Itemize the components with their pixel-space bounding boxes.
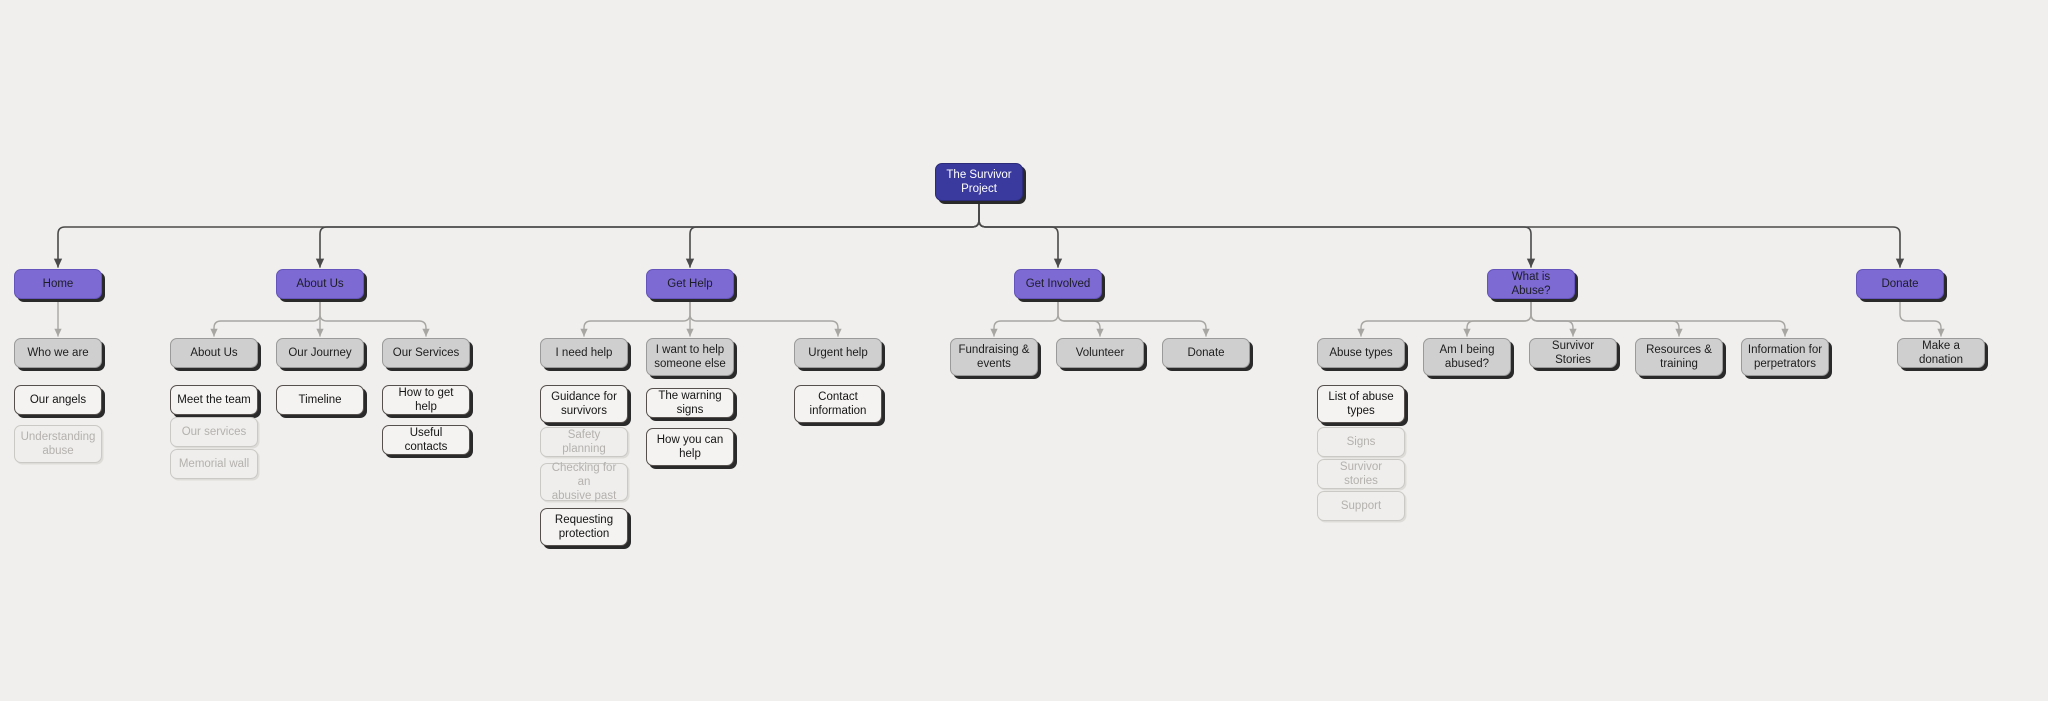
edge-root-to-donate — [978, 200, 1905, 268]
node-support: Support — [1317, 491, 1405, 521]
node-safety-planning: Safety planning — [540, 427, 628, 457]
node-about-us-page[interactable]: About Us — [170, 338, 258, 368]
node-useful-contacts[interactable]: Useful contacts — [382, 425, 470, 455]
node-urgent-help[interactable]: Urgent help — [794, 338, 882, 368]
node-volunteer[interactable]: Volunteer — [1056, 338, 1144, 368]
node-understanding-abuse: Understanding abuse — [14, 425, 102, 463]
node-gethelp[interactable]: Get Help — [646, 269, 734, 299]
edge-gethelp-to-i-need-help — [580, 298, 691, 337]
node-abuse-types[interactable]: Abuse types — [1317, 338, 1405, 368]
node-information-perpetrators[interactable]: Information for perpetrators — [1741, 338, 1829, 376]
node-list-of-abuse-types[interactable]: List of abuse types — [1317, 385, 1405, 423]
node-guidance-survivors[interactable]: Guidance for survivors — [540, 385, 628, 423]
node-whatisabuse[interactable]: What is Abuse? — [1487, 269, 1575, 299]
edge-root-to-about — [315, 200, 980, 268]
node-make-a-donation[interactable]: Make a donation — [1897, 338, 1985, 368]
node-how-to-get-help[interactable]: How to get help — [382, 385, 470, 415]
node-survivor-stories[interactable]: Survivor Stories — [1529, 338, 1617, 368]
edge-about-to-about-us-page — [210, 298, 321, 337]
node-getinvolved[interactable]: Get Involved — [1014, 269, 1102, 299]
edge-root-to-getinvolved — [978, 200, 1063, 268]
node-meet-the-team[interactable]: Meet the team — [170, 385, 258, 415]
node-memorial-wall: Memorial wall — [170, 449, 258, 479]
node-home[interactable]: Home — [14, 269, 102, 299]
edge-whatisabuse-to-abuse-types — [1357, 298, 1532, 337]
edge-whatisabuse-to-information-perpetrators — [1530, 298, 1789, 337]
node-survivor-stories-leaf: Survivor stories — [1317, 459, 1405, 489]
edge-root-to-home — [53, 200, 980, 268]
edge-whatisabuse-to-survivor-stories — [1530, 298, 1577, 337]
node-our-services-leaf: Our services — [170, 417, 258, 447]
edge-gethelp-to-urgent-help — [689, 298, 842, 337]
node-our-journey[interactable]: Our Journey — [276, 338, 364, 368]
node-our-services[interactable]: Our Services — [382, 338, 470, 368]
edge-getinvolved-to-fundraising-events — [990, 298, 1059, 337]
node-our-angels[interactable]: Our angels — [14, 385, 102, 415]
node-warning-signs[interactable]: The warning signs — [646, 388, 734, 418]
edge-root-to-whatisabuse — [978, 200, 1536, 268]
edge-root-to-gethelp — [685, 200, 980, 268]
node-donate-involved[interactable]: Donate — [1162, 338, 1250, 368]
edge-getinvolved-to-donate-involved — [1057, 298, 1210, 337]
edge-donate-to-make-a-donation — [1899, 298, 1945, 337]
edge-about-to-our-services — [319, 298, 430, 337]
node-checking-abusive-past: Checking for an abusive past — [540, 462, 628, 502]
node-am-i-being-abused[interactable]: Am I being abused? — [1423, 338, 1511, 376]
node-contact-information[interactable]: Contact information — [794, 385, 882, 423]
edge-whatisabuse-to-resources-training — [1530, 298, 1683, 337]
node-help-someone-else[interactable]: I want to help someone else — [646, 338, 734, 376]
node-resources-training[interactable]: Resources & training — [1635, 338, 1723, 376]
node-who-we-are[interactable]: Who we are — [14, 338, 102, 368]
node-donate[interactable]: Donate — [1856, 269, 1944, 299]
node-fundraising-events[interactable]: Fundraising & events — [950, 338, 1038, 376]
node-requesting-protection[interactable]: Requesting protection — [540, 508, 628, 546]
edge-whatisabuse-to-am-i-being-abused — [1463, 298, 1532, 337]
node-how-you-can-help[interactable]: How you can help — [646, 428, 734, 466]
edge-getinvolved-to-volunteer — [1057, 298, 1104, 337]
node-about[interactable]: About Us — [276, 269, 364, 299]
node-i-need-help[interactable]: I need help — [540, 338, 628, 368]
node-timeline[interactable]: Timeline — [276, 385, 364, 415]
node-signs: Signs — [1317, 427, 1405, 457]
node-root[interactable]: The Survivor Project — [935, 163, 1023, 201]
